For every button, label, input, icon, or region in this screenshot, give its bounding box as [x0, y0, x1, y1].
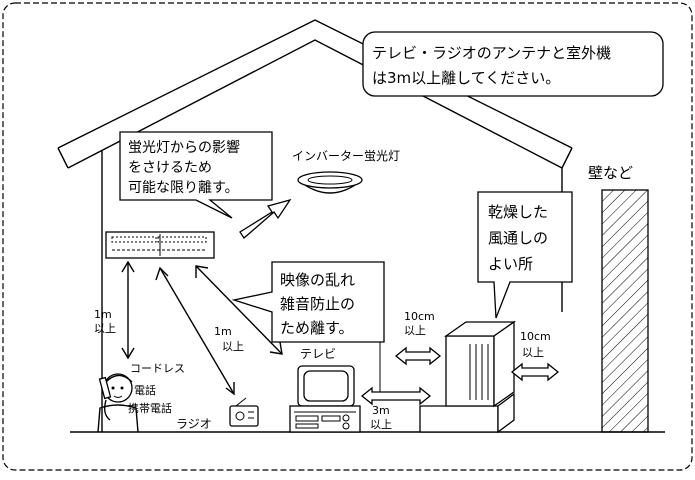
location-note-line1: 乾燥した [488, 203, 548, 221]
diagram-frame [2, 2, 693, 471]
inverter-light: インバーター蛍光灯 [292, 149, 400, 194]
phone-distance-value: 1m [94, 308, 112, 321]
location-note-line3: よい所 [488, 255, 533, 273]
fluorescent-note-line3: 可能な限り離す。 [128, 179, 239, 196]
tv-distance-unit: 以上 [222, 340, 244, 353]
phone-distance-unit: 以上 [94, 322, 116, 335]
side-clearance-unit: 以上 [522, 346, 544, 359]
antenna-note: テレビ・ラジオのアンテナと室外機 は3m以上離してください。 [362, 31, 664, 97]
tv-distance-value: 1m [214, 325, 232, 338]
phone-label: 電話 [134, 383, 156, 397]
fluorescent-note-line1: 蛍光灯からの影響 [128, 139, 240, 156]
tv-label: テレビ [300, 347, 336, 361]
outdoor-unit [419, 320, 517, 434]
wall: 壁など [588, 164, 649, 433]
interference-note-line1: 映像の乱れ [280, 271, 355, 289]
radio-distance-arrow [155, 266, 235, 396]
rear-clearance-unit: 以上 [404, 324, 426, 337]
radio-icon: ラジオ [176, 397, 259, 431]
antenna-note-line2: は3m以上離してください。 [372, 69, 560, 87]
rear-clearance-value: 10cm [404, 310, 435, 323]
side-clearance-value: 10cm [520, 330, 551, 343]
indoor-unit [105, 231, 215, 259]
side-clearance-arrow: 10cm 以上 [510, 330, 560, 382]
mobile-phone-label: 携帯電話 [128, 401, 172, 415]
fluorescent-note-line2: をさけるため [128, 160, 212, 176]
tv-distance-arrow: 1m 以上 [195, 265, 283, 355]
radio-label: ラジオ [176, 417, 212, 431]
cordless-phone-label: コードレス [130, 362, 185, 375]
rear-clearance-arrow: 10cm 以上 [394, 310, 442, 366]
interference-note-line3: ため離す。 [280, 319, 354, 337]
fluorescent-note: 蛍光灯からの影響 をさけるため 可能な限り離す。 [119, 131, 273, 219]
antenna-note-line1: テレビ・ラジオのアンテナと室外機 [372, 44, 611, 62]
inverter-light-label: インバーター蛍光灯 [292, 149, 400, 163]
wall-label: 壁など [588, 164, 633, 182]
location-note: 乾燥した 風通しの よい所 [477, 191, 573, 319]
antenna-distance-value: 3m [372, 404, 390, 417]
antenna-3m-arrow: 3m 以上 [360, 342, 432, 431]
location-note-line2: 風通しの [488, 229, 548, 247]
interference-note-line2: 雑音防止の [280, 295, 355, 313]
light-distance-arrow [239, 198, 292, 239]
person-with-phone-icon [97, 373, 139, 433]
interference-note: 映像の乱れ 雑音防止の ため離す。 [231, 261, 385, 343]
phone-distance-arrow: 1m 以上 [94, 260, 135, 360]
antenna-distance-unit: 以上 [370, 418, 392, 431]
television-icon: テレビ [289, 347, 361, 433]
